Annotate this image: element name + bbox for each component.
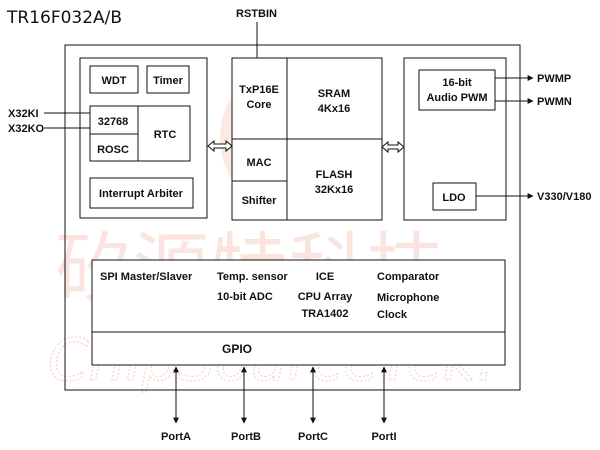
wdt-block [89, 65, 139, 94]
portb-label: PortB [231, 431, 261, 443]
temp-label-2: 10-bit ADC [217, 291, 273, 303]
temp-label-1: Temp. sensor [217, 271, 288, 283]
sram-label-2: 4Kx16 [318, 103, 350, 115]
peripheral-group [91, 259, 506, 366]
comparator-label-2: Microphone [377, 292, 439, 304]
bus-arrow-right [381, 140, 405, 154]
audio-pwm-label-2: Audio PWM [426, 92, 487, 104]
x32ki-label: X32KI [8, 108, 39, 120]
porta-label: PortA [161, 431, 191, 443]
shifter-label: Shifter [242, 195, 278, 207]
x32ko-label: X32KO [8, 123, 45, 135]
interrupt-arbiter-label: Interrupt Arbiter [99, 188, 184, 200]
comparator-label-3: Clock [377, 309, 408, 321]
interrupt-arbiter-block [89, 177, 194, 209]
rtc-label: RTC [154, 129, 177, 141]
osc-32768-label: 32768 [98, 116, 129, 128]
wdt-label: WDT [101, 75, 126, 87]
chip-title: TR16F032A/B [6, 8, 122, 28]
comparator-label-1: Comparator [377, 271, 440, 283]
ldo-label: LDO [442, 192, 466, 204]
chip-outline [64, 44, 521, 391]
porti-label: PortI [371, 431, 396, 443]
flash-label-1: FLASH [316, 169, 353, 181]
gpio-label: GPIO [222, 342, 252, 356]
v330-label: V330/V180 [537, 191, 591, 203]
bus-arrow-left [207, 139, 233, 153]
sram-label-1: SRAM [318, 88, 350, 100]
spi-label: SPI Master/Slaver [100, 271, 193, 283]
core-label-2: Core [246, 99, 271, 111]
ice-label-1: ICE [316, 271, 334, 283]
flash-label-2: 32Kx16 [315, 184, 354, 196]
pwmp-label: PWMP [537, 73, 571, 85]
portc-label: PortC [298, 431, 328, 443]
pwmn-label: PWMN [537, 96, 572, 108]
ice-label-3: TRA1402 [301, 308, 348, 320]
audio-pwm-label-1: 16-bit [442, 77, 472, 89]
mac-label: MAC [246, 157, 271, 169]
timer-block [146, 65, 190, 94]
timer-label: Timer [153, 75, 183, 87]
core-label-1: TxP16E [239, 84, 279, 96]
rstbin-label: RSTBIN [236, 8, 277, 20]
rosc-label: ROSC [97, 144, 129, 156]
audio-pwm-block [418, 69, 496, 111]
ice-label-2: CPU Array [298, 291, 353, 303]
